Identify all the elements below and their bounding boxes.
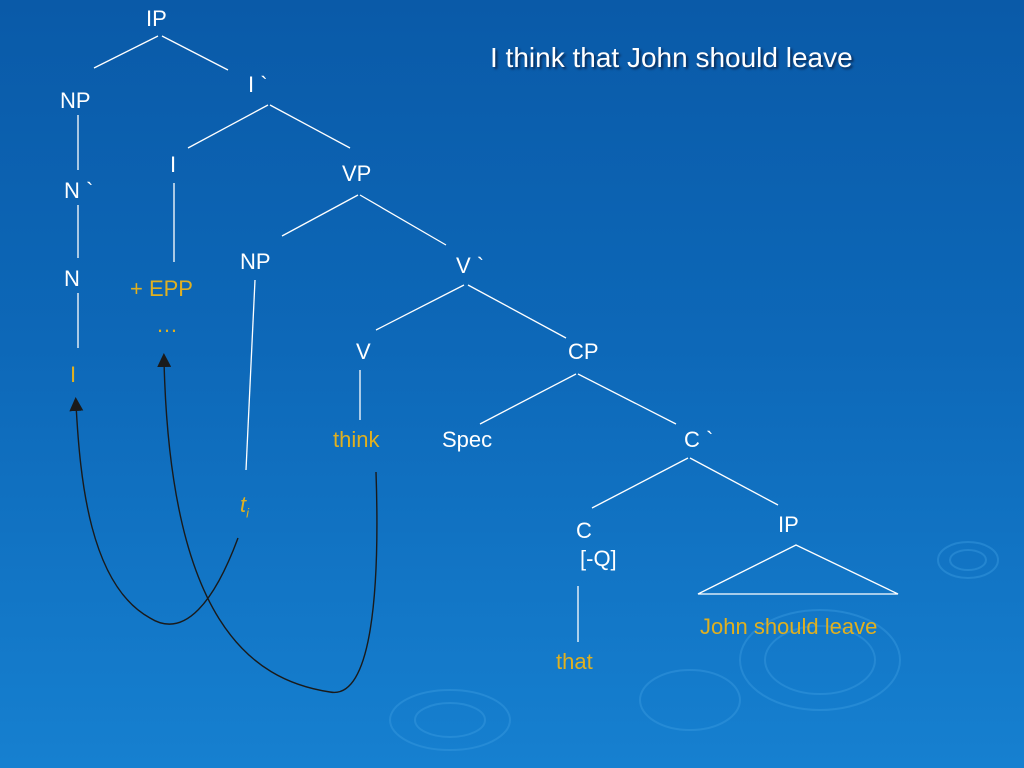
branch-np-trace — [245, 279, 256, 471]
slide-title: I think that John should leave — [490, 42, 853, 73]
branch-cp-spec — [479, 373, 577, 425]
node-i-bar: I ` — [248, 72, 268, 97]
branch-ibar-i — [187, 104, 269, 149]
ripple-decoration — [389, 541, 999, 751]
branch-ip-ibar — [161, 35, 229, 71]
branch-vp-vbar — [359, 194, 447, 246]
node-c: C — [576, 518, 592, 543]
node-v: V — [356, 339, 371, 364]
branch-vbar-cp — [467, 284, 567, 339]
branch-cp-cbar — [577, 373, 677, 425]
node-v-bar: V ` — [456, 253, 485, 278]
terminal-pronoun-i: I — [70, 362, 77, 387]
trace-letter: t — [240, 492, 247, 517]
node-i-head: I — [170, 152, 177, 177]
feature-q: [-Q] — [580, 546, 617, 571]
node-cp: CP — [568, 339, 599, 364]
branch-cbar-ip — [689, 457, 779, 506]
trace: ti — [240, 492, 250, 521]
ip-triangle — [697, 544, 899, 595]
node-c-bar: C ` — [684, 427, 714, 452]
terminal-john-should-leave: John should leave — [700, 614, 878, 639]
branch-vp-np — [281, 194, 359, 237]
terminal-think: think — [333, 427, 380, 452]
node-ip-root: IP — [146, 6, 167, 31]
feature-epp: + EPP — [130, 276, 193, 301]
movement-arrow-trace-to-subject — [69, 397, 239, 625]
terminal-that: that — [556, 649, 593, 674]
trace-index: i — [246, 505, 250, 521]
node-ip-embedded: IP — [778, 512, 799, 537]
branch-cbar-c — [591, 457, 689, 509]
movement-arrow-think-to-epp — [157, 353, 378, 693]
node-np-subject: NP — [60, 88, 91, 113]
node-n-bar: N ` — [64, 178, 94, 203]
branch-ibar-vp — [269, 104, 351, 149]
node-np-spec-vp: NP — [240, 249, 271, 274]
node-vp: VP — [342, 161, 372, 186]
node-n: N — [64, 266, 80, 291]
branch-vbar-v — [375, 284, 465, 331]
branch-ip-np — [93, 35, 159, 69]
ellipsis: … — [156, 312, 178, 337]
node-spec: Spec — [442, 427, 493, 452]
